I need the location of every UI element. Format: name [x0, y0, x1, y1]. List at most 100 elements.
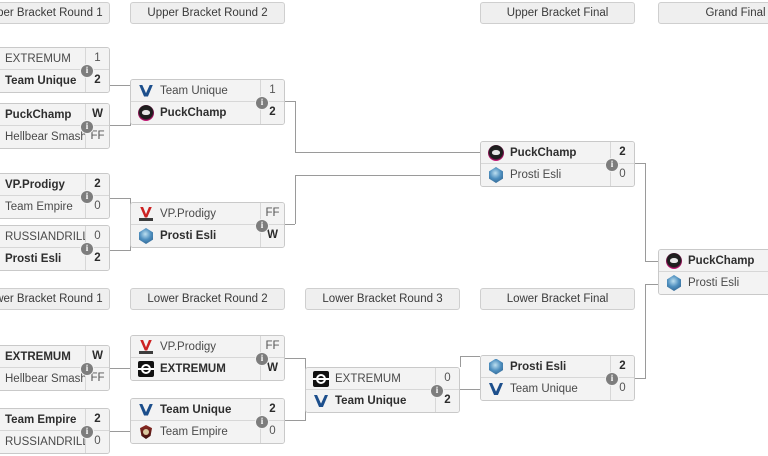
- match-ub-r2-1[interactable]: Team Unique 1 PuckChamp 2 i: [130, 79, 285, 125]
- team-name: EXTREMUM: [5, 350, 71, 363]
- puckchamp-logo: [488, 144, 504, 161]
- round-header-grand-final: Grand Final: [658, 2, 768, 24]
- match-row[interactable]: EXTREMUM 0: [306, 368, 459, 390]
- team-score: W: [85, 104, 109, 125]
- prosti-esli-logo: [666, 275, 682, 291]
- team-score: FF: [260, 203, 284, 224]
- prosti-esli-logo: [138, 228, 154, 244]
- team-score: 0: [610, 164, 634, 186]
- team-name: Prosti Esli: [160, 230, 217, 242]
- match-info-icon[interactable]: i: [80, 362, 94, 376]
- team-name: Team Empire: [160, 426, 228, 438]
- team-score: FF: [85, 126, 109, 148]
- match-info-icon[interactable]: i: [80, 190, 94, 204]
- match-info-icon[interactable]: i: [255, 415, 269, 429]
- team-name: Hellbear Smashers: [5, 373, 85, 385]
- match-row[interactable]: Prosti Esli: [659, 272, 768, 294]
- match-info-icon[interactable]: i: [255, 352, 269, 366]
- match-ub-r1-3[interactable]: VP.Prodigy 2 Team Empire 0 i: [0, 173, 110, 219]
- match-ub-final[interactable]: PuckChamp 2 Prosti Esli 0 i: [480, 141, 635, 187]
- connector-line: [110, 431, 130, 432]
- connector-line: [285, 101, 295, 102]
- match-lb-r2-2[interactable]: Team Unique 2 Team Empire 0 i: [130, 398, 285, 444]
- team-score: 1: [260, 80, 284, 101]
- match-info-icon[interactable]: i: [80, 64, 94, 78]
- match-row[interactable]: Prosti Esli 0: [481, 164, 634, 186]
- match-row[interactable]: Team Unique 2: [306, 390, 459, 412]
- connector-line: [645, 163, 646, 261]
- team-score: FF: [260, 336, 284, 357]
- match-ub-r2-2[interactable]: VP.Prodigy FF Prosti Esli W i: [130, 202, 285, 248]
- match-lb-r2-1[interactable]: VP.Prodigy FF EXTREMUM W i: [130, 335, 285, 381]
- team-score: W: [260, 358, 284, 380]
- puckchamp-logo: [666, 252, 682, 269]
- connector-line: [460, 389, 480, 390]
- team-name: RUSSIANDRILL: [5, 230, 85, 243]
- team-score: 2: [85, 70, 109, 92]
- match-lb-r1-2[interactable]: Team Empire 2 RUSSIANDRILL 0 i: [0, 408, 110, 454]
- match-row[interactable]: VP.Prodigy FF: [131, 336, 284, 358]
- match-info-icon[interactable]: i: [80, 120, 94, 134]
- match-row[interactable]: Prosti Esli W: [131, 225, 284, 247]
- match-grand-final[interactable]: PuckChamp Prosti Esli: [658, 249, 768, 295]
- match-row[interactable]: VP.Prodigy 2: [0, 174, 109, 196]
- puckchamp-logo: [138, 105, 154, 121]
- team-name: Prosti Esli: [510, 360, 567, 373]
- team-name: Team Empire: [5, 201, 73, 213]
- connector-line: [635, 163, 645, 164]
- team-name: Prosti Esli: [510, 169, 562, 181]
- team-name: EXTREMUM: [335, 372, 401, 385]
- team-score: 2: [260, 399, 284, 420]
- match-row[interactable]: Prosti Esli 2: [481, 356, 634, 378]
- match-info-icon[interactable]: i: [255, 219, 269, 233]
- round-header-ub-final: Upper Bracket Final: [480, 2, 635, 24]
- round-header-ub-r2: Upper Bracket Round 2: [130, 2, 285, 24]
- match-row[interactable]: Prosti Esli 2: [0, 248, 109, 270]
- match-row[interactable]: PuckChamp 2: [481, 142, 634, 164]
- round-header-ub-r1: Upper Bracket Round 1: [0, 2, 110, 24]
- match-row[interactable]: Team Unique 1: [131, 80, 284, 102]
- match-row[interactable]: Team Unique 2: [131, 399, 284, 421]
- match-lb-r1-1[interactable]: EXTREMUM W Hellbear Smashers FF i: [0, 345, 110, 391]
- team-name: Hellbear Smashers: [5, 131, 85, 143]
- team-name: VP.Prodigy: [160, 207, 217, 220]
- match-ub-r1-4[interactable]: RUSSIANDRILL 0 Prosti Esli 2 i: [0, 225, 110, 271]
- team-name: PuckChamp: [510, 146, 577, 159]
- team-name: Team Unique: [510, 383, 578, 395]
- connector-line: [295, 175, 296, 224]
- match-info-icon[interactable]: i: [80, 425, 94, 439]
- match-row[interactable]: PuckChamp: [659, 250, 768, 272]
- team-score: W: [85, 346, 109, 367]
- team-name: PuckChamp: [688, 254, 755, 267]
- connector-line: [295, 175, 480, 176]
- match-info-icon[interactable]: i: [430, 384, 444, 398]
- extremum-logo: [313, 370, 329, 387]
- connector-line: [635, 378, 645, 379]
- team-name: Team Unique: [160, 403, 232, 416]
- vp-prodigy-logo: [138, 338, 154, 355]
- team-score: 0: [435, 368, 459, 389]
- match-row[interactable]: EXTREMUM W: [131, 358, 284, 380]
- team-score: 0: [85, 196, 109, 218]
- connector-line: [295, 152, 480, 153]
- match-lb-r3[interactable]: EXTREMUM 0 Team Unique 2 i: [305, 367, 460, 413]
- connector-line: [460, 356, 480, 357]
- team-score: 1: [85, 48, 109, 69]
- team-name: RUSSIANDRILL: [5, 436, 85, 448]
- match-lb-final[interactable]: Prosti Esli 2 Team Unique 0 i: [480, 355, 635, 401]
- match-info-icon[interactable]: i: [255, 96, 269, 110]
- team-score: 2: [85, 174, 109, 195]
- match-info-icon[interactable]: i: [605, 158, 619, 172]
- team-score: 2: [610, 142, 634, 163]
- match-row[interactable]: Team Unique 0: [481, 378, 634, 400]
- match-info-icon[interactable]: i: [80, 242, 94, 256]
- match-ub-r1-2[interactable]: PuckChamp W Hellbear Smashers FF i: [0, 103, 110, 149]
- match-ub-r1-1[interactable]: EXTREMUM 1 Team Unique 2 i: [0, 47, 110, 93]
- match-row[interactable]: Team Empire 0: [131, 421, 284, 443]
- match-row[interactable]: VP.Prodigy FF: [131, 203, 284, 225]
- team-unique-logo: [488, 381, 504, 397]
- match-row[interactable]: PuckChamp 2: [131, 102, 284, 124]
- match-info-icon[interactable]: i: [605, 372, 619, 386]
- team-unique-logo: [138, 401, 154, 418]
- team-score: 2: [610, 356, 634, 377]
